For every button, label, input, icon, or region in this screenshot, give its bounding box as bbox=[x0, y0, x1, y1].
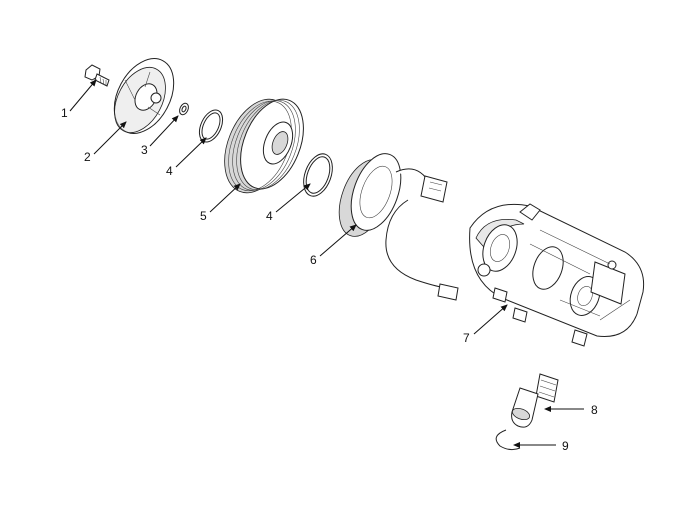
callout-7: 7 bbox=[463, 331, 470, 345]
pulley-part bbox=[224, 98, 304, 194]
callout-9: 9 bbox=[562, 439, 569, 453]
bolt-part bbox=[84, 64, 110, 87]
clip-part bbox=[495, 429, 521, 451]
pressure-plate-part bbox=[113, 58, 175, 134]
snap-ring-a-part bbox=[198, 109, 224, 143]
shim-part bbox=[179, 102, 189, 116]
field-coil-part bbox=[338, 153, 459, 301]
callout-labels: 1 2 3 4 5 4 6 7 8 9 bbox=[61, 106, 598, 453]
callout-5: 5 bbox=[200, 209, 207, 223]
leader-lines bbox=[69, 79, 584, 448]
leader-4a bbox=[175, 137, 207, 168]
leader-7 bbox=[473, 304, 508, 335]
leader-3 bbox=[149, 115, 179, 147]
callout-4a: 4 bbox=[166, 164, 173, 178]
callout-4b: 4 bbox=[266, 209, 273, 223]
callout-6: 6 bbox=[310, 253, 317, 267]
leader-5 bbox=[209, 183, 241, 213]
leader-6 bbox=[319, 224, 357, 257]
leader-1 bbox=[69, 79, 97, 112]
callout-8: 8 bbox=[591, 403, 598, 417]
compressor-part bbox=[469, 203, 645, 347]
leader-4b bbox=[275, 183, 311, 213]
callout-1: 1 bbox=[61, 106, 68, 120]
callout-3: 3 bbox=[141, 143, 148, 157]
relief-valve-part bbox=[511, 373, 559, 428]
callout-2: 2 bbox=[84, 150, 91, 164]
leader-2 bbox=[93, 121, 127, 155]
snap-ring-b-part bbox=[303, 153, 333, 197]
